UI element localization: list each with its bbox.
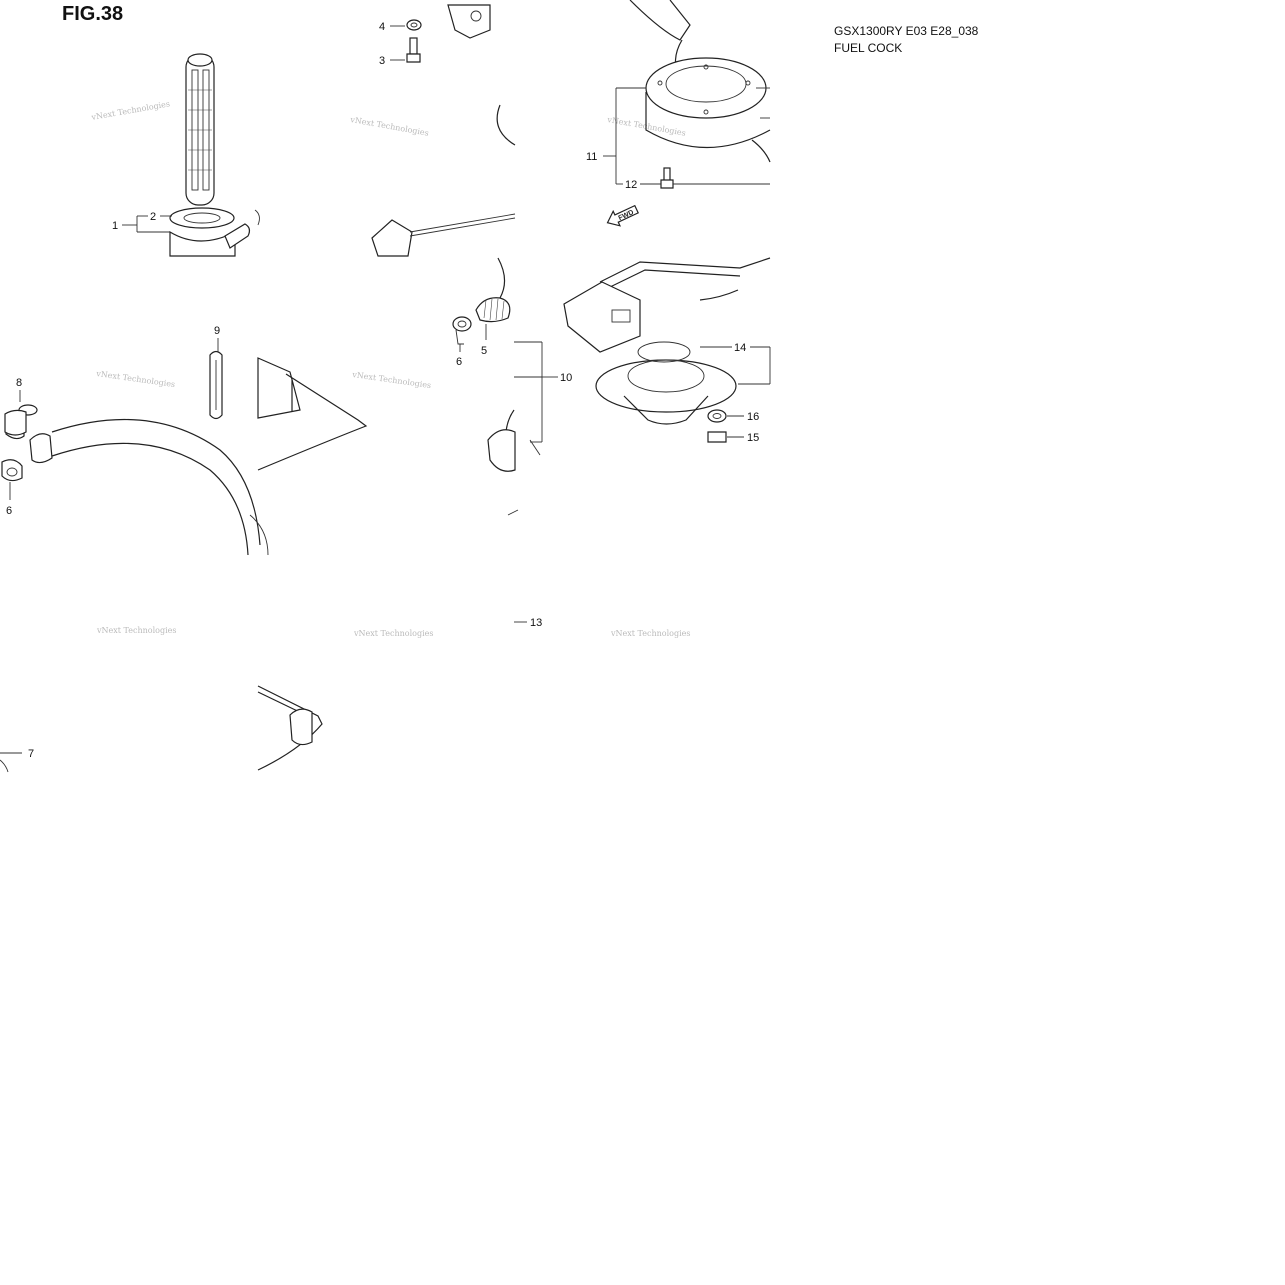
bolt-icon [660,167,674,189]
cushion-icon [4,404,38,440]
callout-3: 3 [379,55,385,67]
clamp-icon [452,316,472,345]
callout-12: 12 [625,179,637,191]
callout-15: 15 [747,432,759,444]
clamp-icon [1,459,23,482]
watermark: vNext Technologies [96,626,176,635]
callout-11: 11 [586,151,597,163]
fuel-hose-icon [29,419,269,556]
fuel-pump-icon [563,257,771,425]
fuel-pump-icon [487,409,541,516]
nut-icon [707,431,727,443]
callout-5: 5 [481,345,487,357]
washer-icon [406,19,422,31]
fuel-hose-icon [475,257,511,323]
callout-6a: 6 [456,356,462,368]
callout-7: 7 [28,748,34,760]
fuel-cock-icon [169,53,260,257]
callout-4: 4 [379,21,385,33]
tank-strap-icon [257,685,323,771]
callout-10: 10 [560,372,572,384]
callout-9: 9 [214,325,220,337]
figure-title: FIG.38 [62,3,124,25]
watermark: vNext Technologies [351,370,432,390]
fwd-label: FWD [618,209,635,222]
callout-2: 2 [150,211,156,223]
watermarks: vNext Technologies vNext Technologies vN… [90,99,691,638]
callout-6b: 6 [6,505,12,517]
callout-13: 13 [530,617,542,629]
drain-clip-icon [209,350,223,420]
callout-16: 16 [747,411,759,423]
washer-icon [707,409,727,423]
bracket-icon [447,4,516,146]
part-name: FUEL COCK [834,41,903,55]
watermark: vNext Technologies [353,629,433,638]
callout-14: 14 [734,342,746,354]
fwd-arrow-icon: FWD [606,204,639,227]
level-gauge-icon [371,213,516,257]
bracket-wire-icon [257,357,368,471]
callout-8: 8 [16,377,22,389]
watermark: vNext Technologies [349,115,430,138]
model-code: GSX1300RY E03 E28_038 [834,24,979,38]
watermark: vNext Technologies [90,99,171,122]
callout-1: 1 [112,220,118,232]
mounting-flange-icon [629,0,771,163]
watermark: vNext Technologies [95,369,176,389]
watermark: vNext Technologies [610,629,690,638]
bolt-icon [406,37,421,63]
